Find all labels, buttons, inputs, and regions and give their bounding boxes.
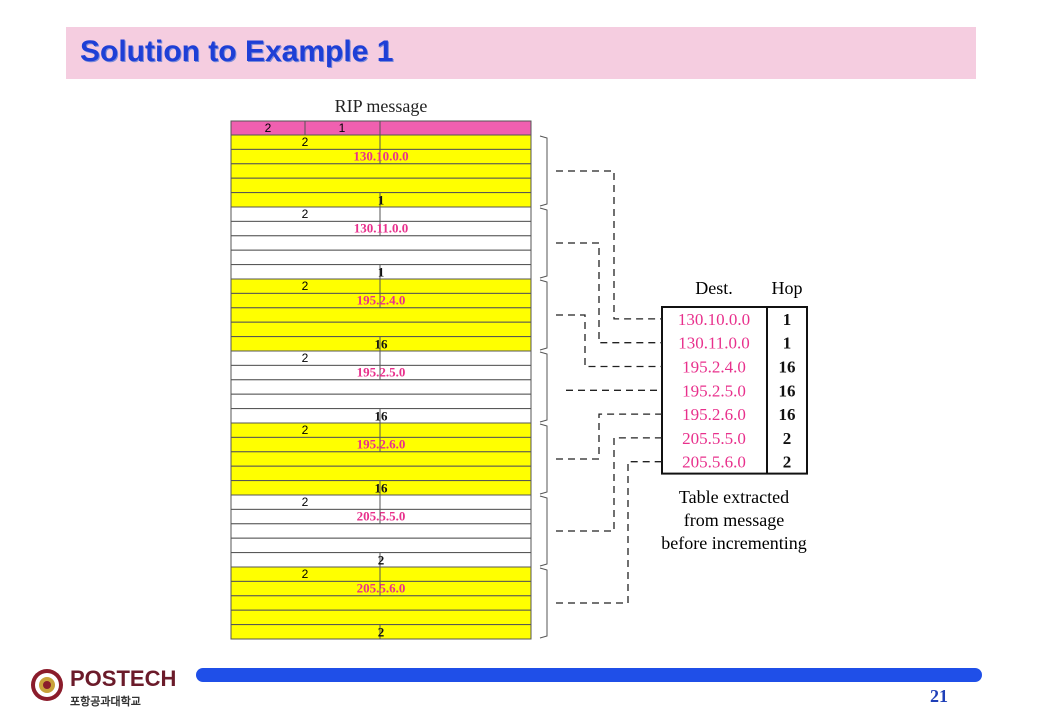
message-row [230,163,532,179]
slide-title: Solution to Example 1 [80,35,394,68]
table-caption-line: before incrementing [661,533,806,553]
message-row [230,206,532,222]
table-dest-cell: 195.2.6.0 [682,405,746,424]
message-row [230,134,532,150]
table-hop-cell: 1 [783,310,792,329]
entry-metric: 2 [378,625,385,640]
entry-metric: 2 [378,553,385,568]
table-dest-cell: 195.2.5.0 [682,381,746,400]
message-row [230,307,532,323]
table-dest-cell: 205.5.6.0 [682,453,746,472]
message-row [230,465,532,482]
message-row [230,523,532,539]
entry-family: 2 [302,423,309,437]
entry-bracket [539,135,548,207]
header-command: 2 [265,121,272,135]
entry-family: 2 [302,567,309,581]
header-version: 1 [339,121,346,135]
entry-address: 205.5.5.0 [357,508,406,523]
footer-bar [196,668,982,682]
dashed-connector [556,437,662,532]
message-row [230,451,532,467]
entry-family: 2 [302,135,309,149]
message-row [230,249,532,266]
table-hop-cell: 1 [783,334,792,353]
title-bar: Solution to Example 1 [66,27,976,79]
rip-message-label: RIP message [335,96,428,116]
table-hop-cell: 2 [783,453,792,472]
message-row [230,350,532,366]
table-dest-cell: 130.10.0.0 [678,310,750,329]
extracted-table [661,306,808,475]
table-hop-cell: 16 [779,358,796,377]
table-caption-line: Table extracted [679,487,789,507]
entry-family: 2 [302,495,309,509]
message-row [230,609,532,626]
entry-address: 130.10.0.0 [353,148,408,163]
message-row [230,235,532,251]
entry-address: 195.2.6.0 [357,436,406,451]
entry-bracket [539,567,548,639]
table-hop-cell: 2 [783,429,792,448]
table-hop-cell: 16 [779,381,796,400]
table-hop-cell: 16 [779,405,796,424]
dashed-connector [556,170,662,320]
header-row [230,120,532,136]
message-row [230,393,532,410]
university-seal-icon [31,669,63,701]
table-header-hop: Hop [772,278,803,298]
message-row [230,177,532,194]
dashed-connector [556,314,662,368]
postech-logo: POSTECH 포항공과대학교 [30,666,180,714]
message-row [230,278,532,294]
message-row [230,624,532,640]
entry-metric: 1 [378,193,385,208]
entry-address: 195.2.5.0 [357,364,406,379]
entry-bracket [539,495,548,567]
logo-subtitle: 포항공과대학교 [70,695,141,708]
table-header-dest: Dest. [695,278,733,298]
entry-bracket [539,351,548,423]
message-row [230,595,532,611]
dashed-connector [556,461,662,604]
entry-bracket [539,207,548,279]
page-number: 21 [930,686,948,706]
entry-metric: 16 [375,409,389,424]
entry-bracket [539,423,548,495]
message-row [230,422,532,438]
entry-bracket [539,279,548,351]
entry-metric: 16 [375,481,389,496]
entry-address: 195.2.4.0 [357,292,406,307]
message-row [230,379,532,395]
message-row [230,494,532,510]
entry-family: 2 [302,279,309,293]
dashed-connector [556,242,662,344]
table-dest-cell: 195.2.4.0 [682,358,746,377]
table-dest-cell: 130.11.0.0 [678,334,750,353]
dashed-connector [556,413,662,460]
entry-address: 205.5.6.0 [357,580,406,595]
message-row [230,537,532,554]
entry-family: 2 [302,351,309,365]
entry-family: 2 [302,207,309,221]
message-row [230,321,532,338]
logo-wordmark: POSTECH [70,666,177,691]
message-row [230,566,532,582]
table-dest-cell: 205.5.5.0 [682,429,746,448]
entry-metric: 16 [375,337,389,352]
entry-metric: 1 [378,265,385,280]
table-caption-line: from message [684,510,784,530]
entry-address: 130.11.0.0 [354,220,409,235]
